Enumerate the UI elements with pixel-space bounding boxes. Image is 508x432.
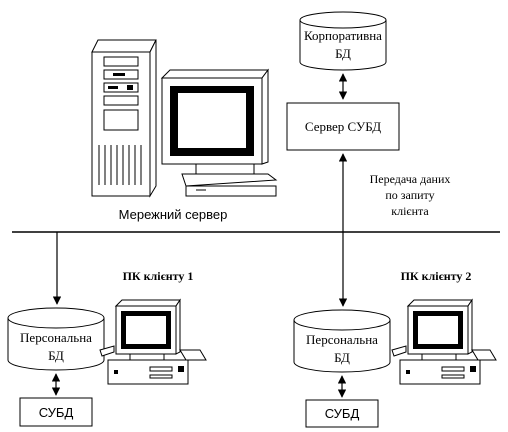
client1-db-cylinder: Персональна БД [7, 307, 105, 371]
transfer-label-3: клієнта [391, 204, 429, 218]
client1-db-label-2: БД [48, 348, 64, 363]
corporate-db-label-2: БД [335, 46, 351, 61]
transfer-label-1: Передача даних [370, 172, 451, 186]
server-dbms-box: Сервер СУБД [286, 102, 400, 151]
client1-pc-icon [99, 298, 207, 385]
server-monitor-icon [160, 68, 278, 197]
corporate-db-label-1: Корпоративна [304, 28, 382, 43]
client1-dbms-label: СУБД [39, 405, 74, 420]
client1-dbms-box [19, 397, 93, 427]
network-server-label: Мережний сервер [119, 207, 228, 222]
client2-dbms-label: СУБД [325, 406, 360, 421]
client2-db-label-1: Персональна [306, 332, 378, 347]
client2-db-label-2: БД [334, 350, 350, 365]
client1-db-label-1: Персональна [20, 330, 92, 345]
corporate-db-cylinder: Корпоративна БД [299, 11, 387, 71]
client2-title: ПК клієнту 2 [401, 269, 472, 283]
server-dbms-label: Сервер СУБД [305, 119, 381, 134]
client2-dbms-box [305, 399, 379, 428]
server-tower-icon [91, 39, 157, 198]
transfer-label-2: по запиту [385, 188, 434, 202]
client1-title: ПК клієнту 1 [123, 269, 194, 283]
client2-pc-icon [391, 298, 497, 385]
client2-db-cylinder: Персональна БД [293, 309, 391, 373]
